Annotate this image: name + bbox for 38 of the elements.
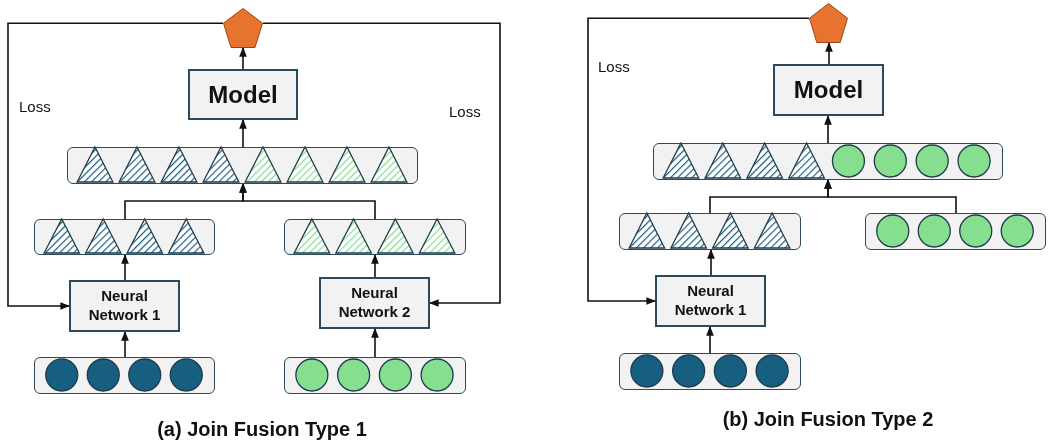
process-box — [773, 64, 884, 116]
arrow — [121, 254, 129, 281]
box-label: Model — [793, 75, 864, 105]
vector-bar — [284, 357, 466, 394]
arrow — [706, 326, 714, 354]
vector-bar — [34, 219, 215, 255]
caption: (a) Join Fusion Type 1 — [157, 418, 367, 441]
box-label: Model — [208, 79, 278, 110]
arrow — [707, 249, 715, 276]
arrow — [239, 119, 247, 148]
arrow — [121, 331, 129, 358]
arrow — [371, 328, 379, 358]
pentagon-shape — [223, 8, 263, 48]
vector-bar — [865, 213, 1046, 250]
arrow — [7, 22, 224, 310]
arrow — [371, 254, 379, 278]
box-label: Neural Network 1 — [87, 287, 162, 325]
vector-bar — [619, 353, 801, 390]
process-box — [69, 280, 180, 332]
process-box — [319, 277, 430, 329]
arrow — [825, 42, 833, 65]
vector-bar — [619, 213, 801, 250]
arrow — [239, 183, 376, 220]
caption: (b) Join Fusion Type 2 — [722, 408, 934, 431]
pentagon-shape — [809, 3, 848, 43]
arrow — [262, 22, 501, 307]
vector-bar — [284, 219, 466, 255]
vector-bar — [34, 357, 215, 394]
process-box — [188, 69, 298, 120]
vector-bar — [67, 147, 418, 184]
process-box — [655, 275, 766, 327]
box-label: Neural Network 2 — [337, 284, 412, 322]
arrow — [824, 115, 832, 144]
arrow — [239, 47, 247, 70]
vector-bar — [653, 143, 1003, 180]
box-label: Neural Network 1 — [673, 282, 748, 320]
arrow — [587, 17, 810, 305]
arrow — [824, 179, 957, 214]
